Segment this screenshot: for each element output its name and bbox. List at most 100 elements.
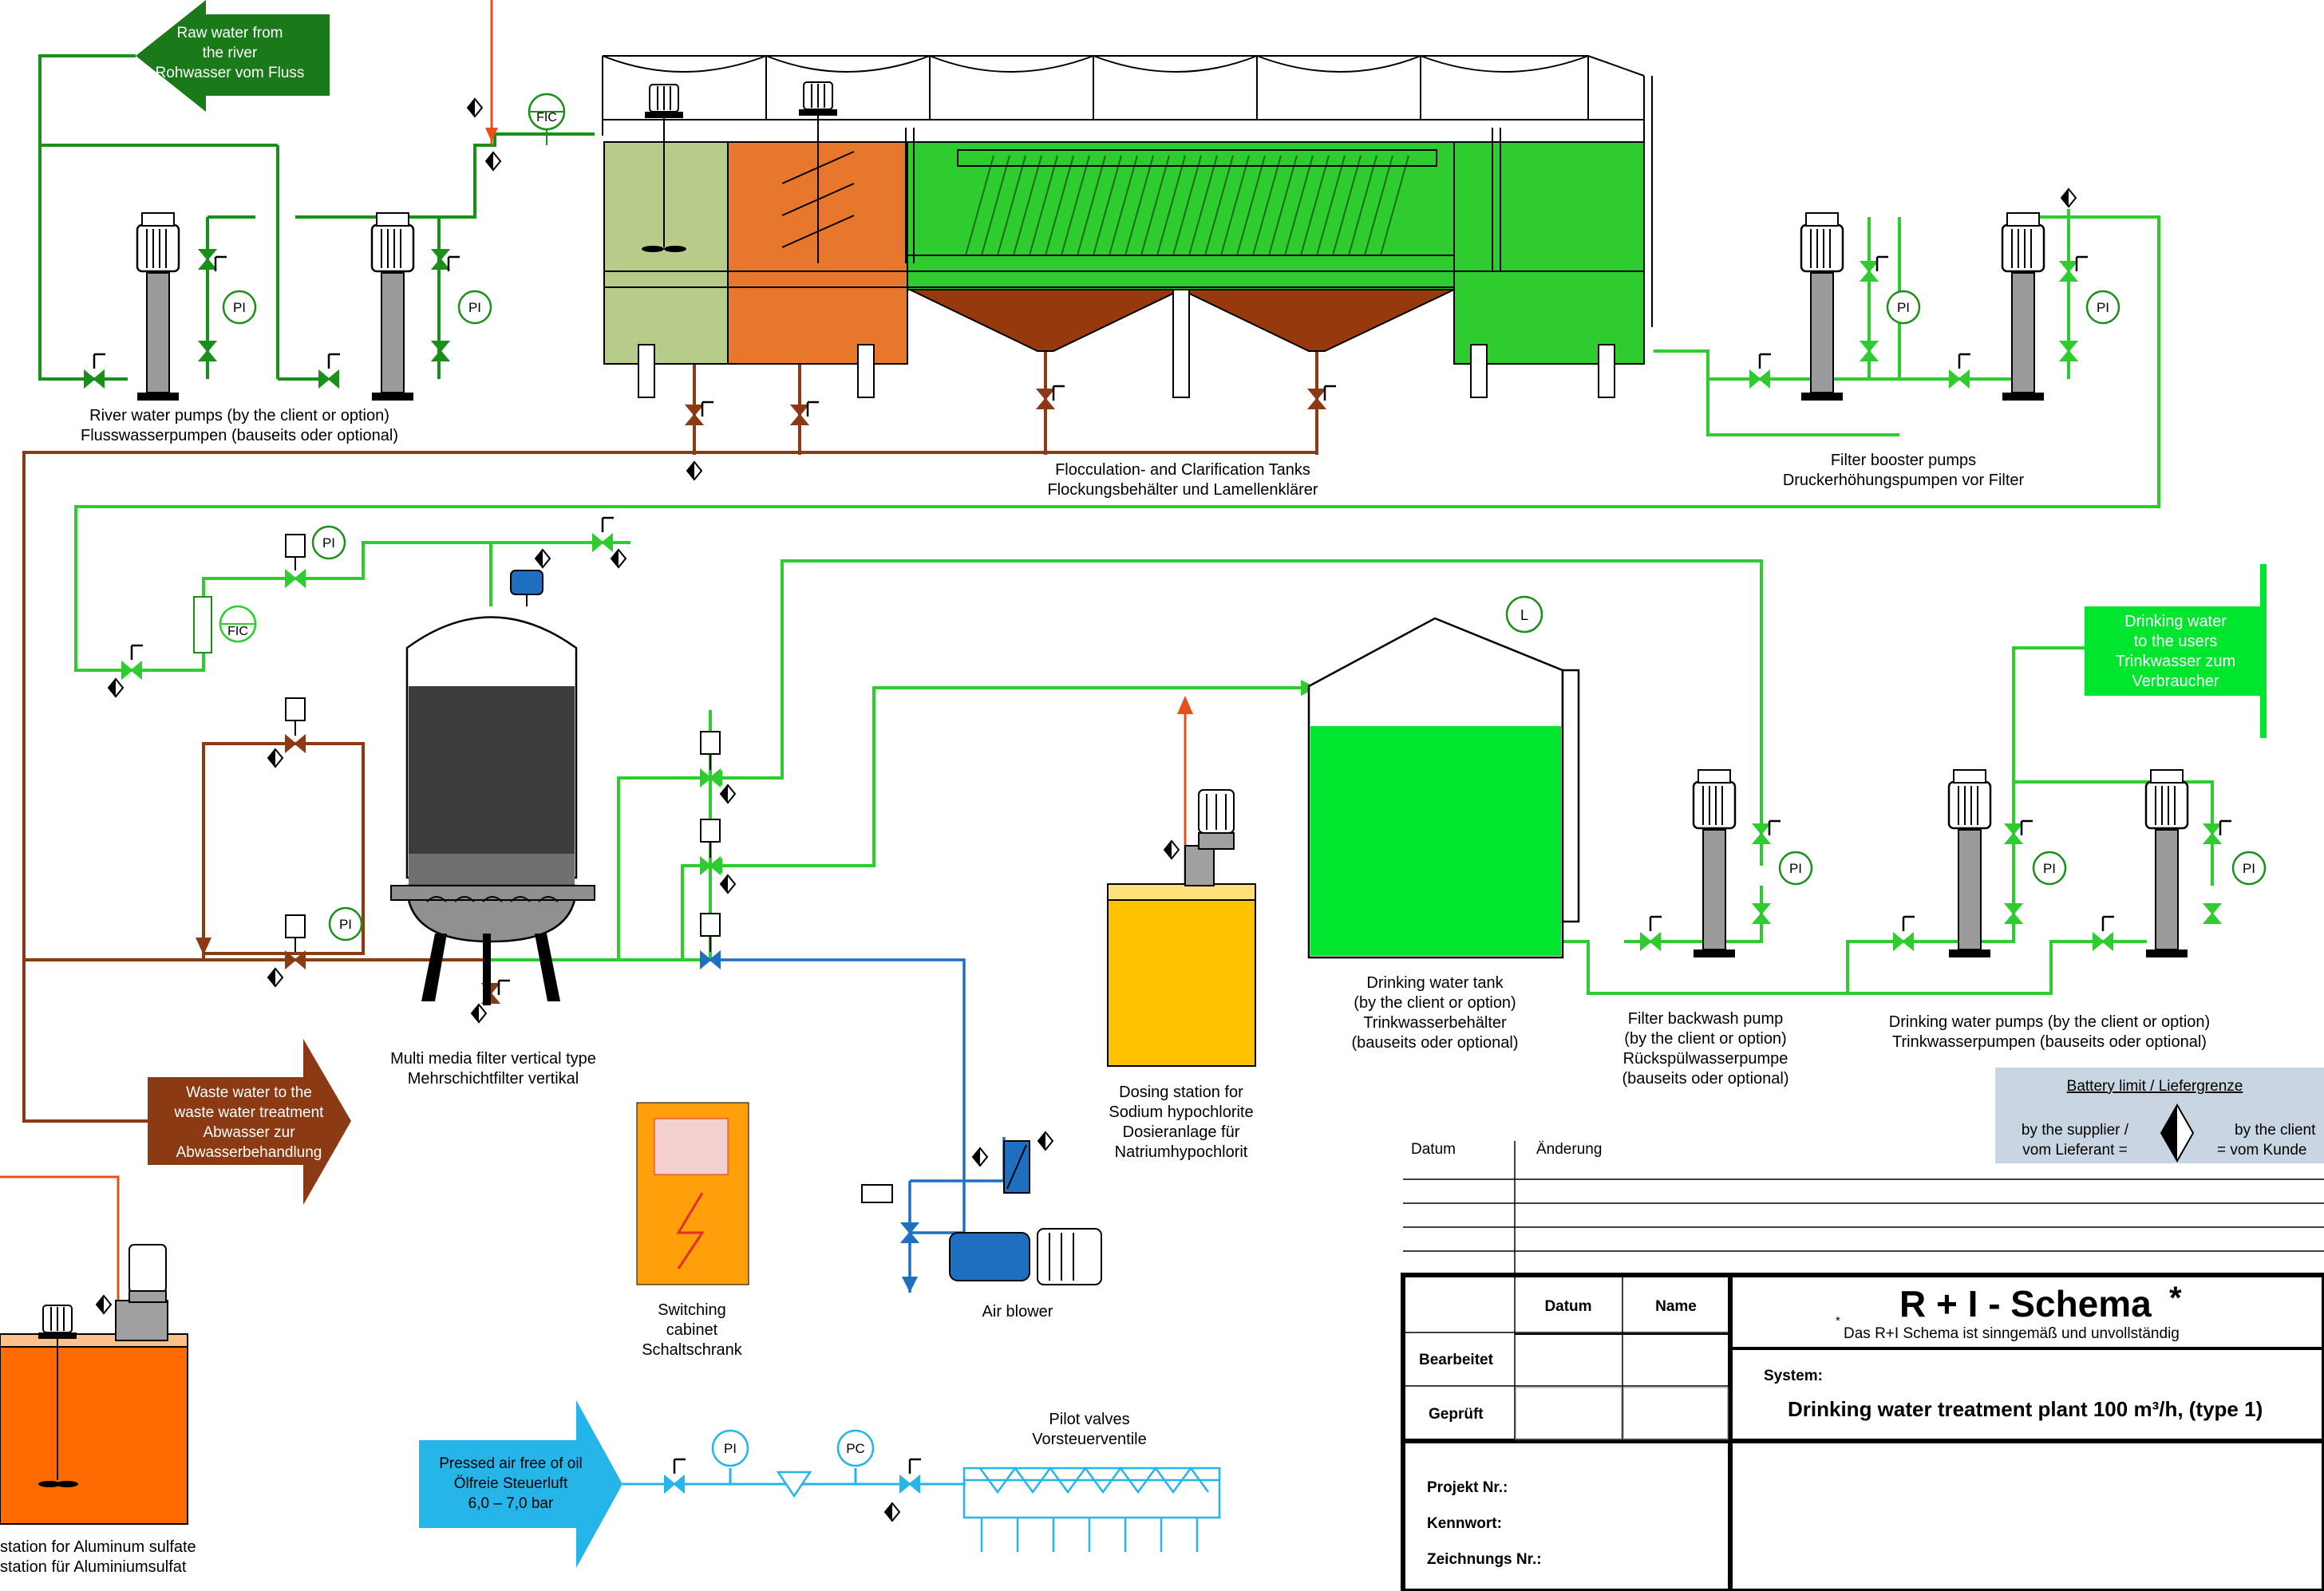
dosing-station (1107, 789, 1256, 1067)
air-blower-label: Air blower (982, 1303, 1053, 1321)
flocculation-clarifier-tanks (602, 54, 1653, 398)
backwash-pump (1692, 768, 1737, 959)
waste-line4: Abwasserbehandlung (176, 1144, 322, 1161)
drinking-users-line4: Verbraucher (2132, 673, 2219, 690)
backwash-label-4: (bauseits oder optional) (1622, 1070, 1788, 1088)
waste-line2: waste water treatment (174, 1104, 325, 1121)
pc-label: PC (846, 1441, 865, 1456)
drinking-water-pump-1 (1947, 768, 1992, 959)
pilot-valves-label-de: Vorsteuerventile (1032, 1431, 1146, 1448)
battery-client-2: = vom Kunde (2217, 1142, 2307, 1159)
flocculator-motor-icon (798, 81, 838, 116)
drinking-water-users-arrow: Drinking water to the users Trinkwasser … (2085, 564, 2267, 738)
battery-limit-title: Battery limit / Liefergrenze (2067, 1078, 2243, 1095)
title-bearbeitet: Bearbeitet (1419, 1352, 1494, 1368)
cabinet-label-2: cabinet (666, 1321, 718, 1339)
fic-instruments: FIC FIC (193, 93, 566, 653)
fic-label: FIC (536, 111, 557, 124)
drinking-water-pump-2 (2144, 768, 2189, 959)
air-blower (861, 1140, 1102, 1285)
arrow-head (196, 938, 211, 955)
pressure-controller: PC PI (711, 1429, 875, 1498)
arrow-head (902, 1277, 918, 1293)
system-label: System: (1764, 1368, 1823, 1384)
system-value: Drinking water treatment plant 100 m³/h,… (1788, 1397, 2263, 1421)
pi-label: PI (339, 917, 352, 932)
level-label: L (1520, 607, 1528, 623)
revision-datum-header: Datum (1411, 1141, 1456, 1158)
waste-water-arrow: Waste water to the waste water treatment… (148, 1039, 351, 1205)
schema-title-star: * (2169, 1281, 2182, 1316)
title-geprueft: Geprüft (1429, 1406, 1484, 1423)
battery-limit-legend: Battery limit / Liefergrenze by the supp… (1995, 1068, 2324, 1163)
title-col-datum: Datum (1544, 1298, 1591, 1315)
backwash-label-3: Rückspülwasserpumpe (1623, 1050, 1788, 1068)
pi-label: PI (322, 535, 335, 551)
pressed-air-line3: 6,0 – 7,0 bar (468, 1495, 554, 1512)
pi-label: PI (1897, 300, 1910, 315)
level-indicator: L (1505, 595, 1543, 634)
alum-label-en: station for Aluminum sulfate (0, 1538, 196, 1556)
drinking-water-tank (1307, 617, 1580, 959)
battery-supplier-2: vom Lieferant = (2022, 1142, 2128, 1159)
flocculation-label-en: Flocculation- and Clarification Tanks (1055, 461, 1310, 479)
filter-booster-label-de: Druckerhöhungspumpen vor Filter (1783, 472, 2025, 489)
waste-line3: Abwasser zur (203, 1124, 295, 1141)
schema-note-star: * (1836, 1314, 1840, 1328)
raw-water-arrow: Raw water from the river Rohwasser vom F… (136, 0, 330, 112)
raw-water-line2: the river (203, 45, 258, 61)
title-block: Datum Änderung Datum Name Bearbeitet Gep… (1401, 1141, 2324, 1591)
dosing-label-1: Dosing station for (1119, 1084, 1243, 1101)
title-col-name: Name (1655, 1298, 1697, 1315)
drinking-users-line3: Trinkwasser zum (2116, 653, 2235, 670)
sludge-piping (22, 351, 1318, 1123)
pressed-air-line1: Pressed air free of oil (439, 1455, 583, 1472)
cabinet-label-1: Switching (658, 1301, 726, 1319)
drinking-tank-label-2: (by the client or option) (1354, 994, 1516, 1012)
component-labels: River water pumps (by the client or opti… (81, 407, 2210, 1448)
dosing-label-2: Sodium hypochlorite (1109, 1103, 1253, 1121)
alum-labels: station for Aluminum sulfate station für… (0, 1538, 196, 1576)
multimedia-filter-label-en: Multi media filter vertical type (390, 1050, 596, 1068)
projekt-label: Projekt Nr.: (1427, 1479, 1508, 1496)
filter-booster-label-en: Filter booster pumps (1831, 452, 1976, 469)
pressed-air-line2: Ölfreie Steuerluft (454, 1475, 568, 1492)
flocculation-label-de: Flockungsbehälter und Lamellenklärer (1047, 481, 1318, 499)
zeichnung-label: Zeichnungs Nr.: (1427, 1551, 1542, 1568)
drinking-users-line2: to the users (2134, 633, 2218, 650)
fic-label: FIC (227, 625, 248, 638)
aluminum-sulfate-station (0, 1244, 188, 1525)
pi-label: PI (1789, 861, 1802, 876)
dosing-label-3: Dosieranlage für (1123, 1123, 1240, 1141)
chemical-feed-line (485, 0, 498, 145)
river-pumps-label-de: Flusswasserpumpen (bauseits oder optiona… (81, 427, 398, 444)
multimedia-filter (390, 570, 595, 1005)
river-pumps-label-en: River water pumps (by the client or opti… (89, 407, 389, 424)
battery-supplier-1: by the supplier / (2022, 1122, 2129, 1139)
silencer-icon (861, 1184, 893, 1203)
alum-label-de: station für Aluminiumsulfat (0, 1558, 187, 1576)
raw-water-line3: Rohwasser vom Fluss (156, 65, 305, 81)
cabinet-label-3: Schaltschrank (642, 1341, 743, 1359)
pi-labels: PI PI PI PI PI PI PI PI PI (233, 300, 2255, 932)
river-water-pump-2 (370, 211, 415, 402)
pilot-valves-label-en: Pilot valves (1049, 1411, 1129, 1428)
river-water-pump-1 (136, 211, 180, 402)
waste-line1: Waste water to the (186, 1084, 312, 1101)
pilot-valves (962, 1466, 1221, 1552)
alum-line (0, 1175, 120, 1332)
dosing-label-4: Natriumhypochlorit (1115, 1143, 1248, 1161)
multimedia-filter-label-de: Mehrschichtfilter vertikal (408, 1070, 579, 1088)
drinking-tank-label-3: Trinkwasserbehälter (1363, 1014, 1507, 1032)
pressed-air-arrow: Pressed air free of oil Ölfreie Steuerlu… (419, 1400, 622, 1568)
pi-label: PI (233, 300, 246, 315)
valve-actuators (285, 534, 721, 952)
pi-label: PI (2097, 300, 2109, 315)
alum-mixer-motor-icon (38, 1305, 77, 1340)
backwash-label-2: (by the client or option) (1624, 1030, 1786, 1048)
pi-label: PI (724, 1441, 737, 1456)
raw-water-line1: Raw water from (176, 25, 283, 41)
revision-aenderung-header: Änderung (1536, 1141, 1602, 1158)
backwash-label-1: Filter backwash pump (1628, 1010, 1784, 1028)
